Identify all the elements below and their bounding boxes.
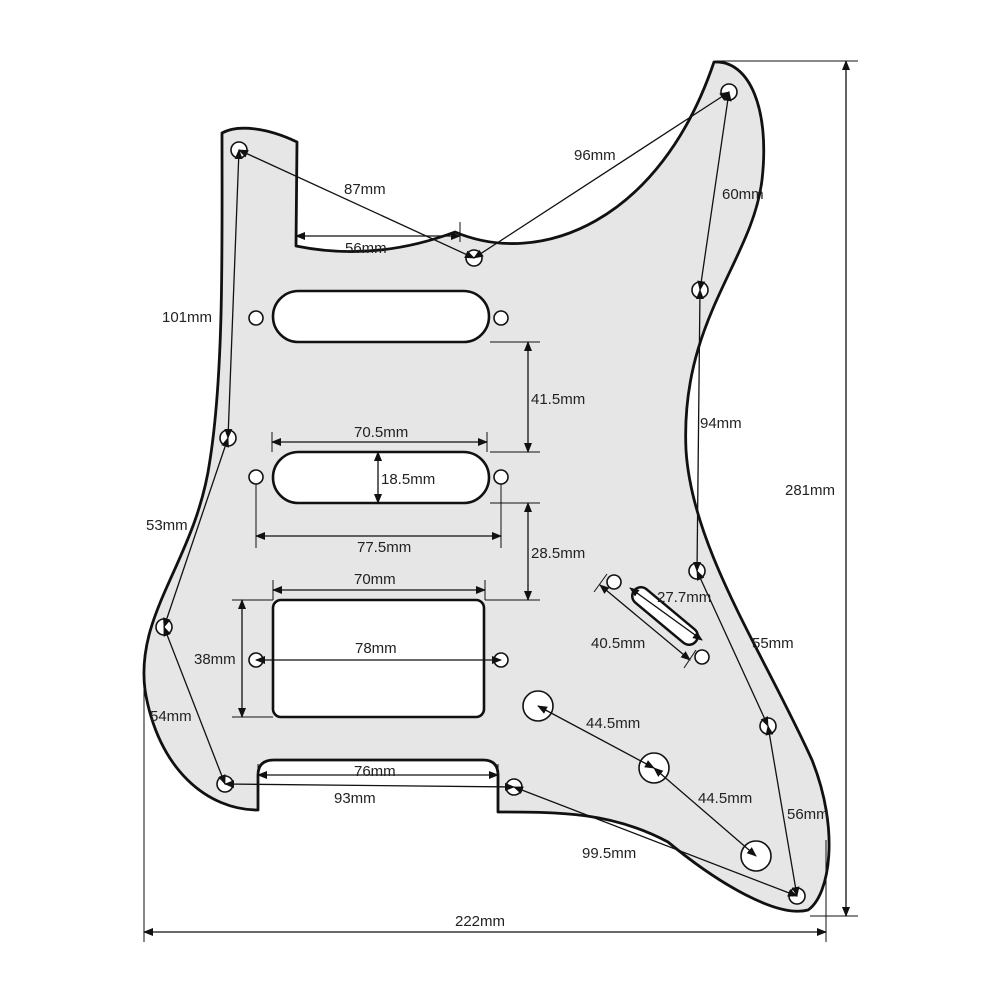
dim-label-40-5: 40.5mm xyxy=(591,635,645,652)
dim-label-222: 222mm xyxy=(455,913,505,930)
pickup-screw-hole xyxy=(493,310,509,326)
dim-label-70: 70mm xyxy=(354,571,396,588)
switch-screw-hole xyxy=(694,649,710,665)
dim-label-56-b: 56mm xyxy=(787,806,829,823)
dim-label-18-5: 18.5mm xyxy=(381,471,435,488)
dim-label-53: 53mm xyxy=(146,517,188,534)
dim-label-56: 56mm xyxy=(345,240,387,257)
dim-label-93: 93mm xyxy=(334,790,376,807)
neck-pickup-slot xyxy=(271,289,491,344)
dim-label-87: 87mm xyxy=(344,181,386,198)
dim-label-94: 94mm xyxy=(700,415,742,432)
pickup-screw-hole xyxy=(248,469,264,485)
dim-label-99-5: 99.5mm xyxy=(582,845,636,862)
dim-label-27-7: 27.7mm xyxy=(657,589,711,606)
pickup-screw-hole xyxy=(248,310,264,326)
switch-screw-hole xyxy=(606,574,622,590)
dim-label-77-5: 77.5mm xyxy=(357,539,411,556)
dim-label-54: 54mm xyxy=(150,708,192,725)
dimension-labels: 87mm 56mm 96mm 60mm 101mm 41.5mm 70.5mm … xyxy=(146,147,835,930)
dim-label-76: 76mm xyxy=(354,763,396,780)
dim-label-44-5-a: 44.5mm xyxy=(586,715,640,732)
dim-label-55: 55mm xyxy=(752,635,794,652)
dim-label-281: 281mm xyxy=(785,482,835,499)
dim-label-101: 101mm xyxy=(162,309,212,326)
pickup-screw-hole xyxy=(493,469,509,485)
dim-label-44-5-b: 44.5mm xyxy=(698,790,752,807)
dim-label-78: 78mm xyxy=(355,640,397,657)
dim-label-28-5: 28.5mm xyxy=(531,545,585,562)
dimension-lines xyxy=(143,60,850,936)
dim-label-38: 38mm xyxy=(194,651,236,668)
dim-label-96: 96mm xyxy=(574,147,616,164)
dim-label-70-5: 70.5mm xyxy=(354,424,408,441)
humbucker-slot xyxy=(271,598,486,719)
dim-label-41-5: 41.5mm xyxy=(531,391,585,408)
dim-label-60: 60mm xyxy=(722,186,764,203)
